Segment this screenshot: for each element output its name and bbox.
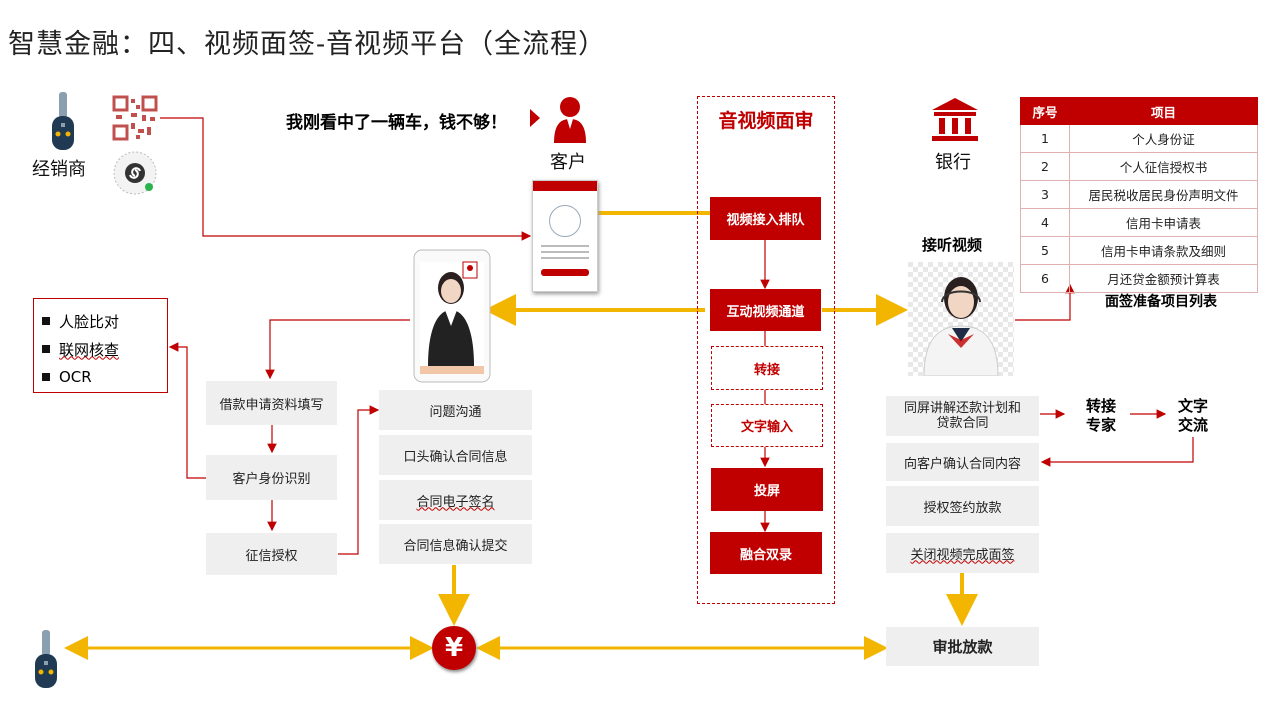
contract-submit-box: 合同信息确认提交 xyxy=(379,524,532,564)
checklist-item: 人脸比对 xyxy=(42,307,167,335)
step-text-input: 文字输入 xyxy=(711,404,823,447)
customer-quote: 我刚看中了一辆车，钱不够！ xyxy=(286,113,507,133)
car-key-icon xyxy=(52,92,74,150)
step-interactive-video: 互动视频通道 xyxy=(710,289,821,331)
mini-program-code-icon xyxy=(113,151,157,195)
loan-application-box: 借款申请资料填写 xyxy=(206,381,337,425)
step-screen-cast: 投屏 xyxy=(711,468,823,511)
customer-label: 客户 xyxy=(550,152,586,173)
platform-title: 音视频面审 xyxy=(718,110,814,132)
currency-icon: ¥ xyxy=(432,626,476,670)
connector-dealer-to-customer xyxy=(160,117,532,241)
authorize-loan-box: 授权签约放款 xyxy=(886,486,1039,526)
customer-app-screenshot xyxy=(532,180,598,292)
question-communication-box: 问题沟通 xyxy=(379,390,532,430)
bank-icon xyxy=(932,98,978,141)
close-video-box: 关闭视频完成面签 xyxy=(886,533,1039,573)
confirm-contract-box: 向客户确认合同内容 xyxy=(886,443,1039,481)
car-key-icon-bottom xyxy=(35,630,57,688)
step-transfer: 转接 xyxy=(711,346,823,390)
bank-label: 银行 xyxy=(935,152,971,173)
transfer-expert-label: 转接专家 xyxy=(1085,397,1116,434)
approve-loan-box: 审批放款 xyxy=(886,627,1039,666)
credit-authorization-box: 征信授权 xyxy=(206,533,337,575)
dealer-label: 经销商 xyxy=(32,159,86,180)
page-title: 智慧金融：四、视频面签-音视频平台（全流程） xyxy=(8,29,607,60)
qr-code-icon xyxy=(112,95,158,141)
agent-image xyxy=(908,262,1014,376)
verbal-confirm-box: 口头确认合同信息 xyxy=(379,435,532,475)
checklist-item: OCR xyxy=(42,363,167,391)
checklist-item: 联网核查 xyxy=(42,335,167,363)
step-video-queue: 视频接入排队 xyxy=(710,197,821,240)
e-signature-box: 合同电子签名 xyxy=(379,480,532,520)
text-exchange-label: 文字交流 xyxy=(1177,397,1208,434)
av-platform-panel xyxy=(697,96,835,604)
answer-video-label: 接听视频 xyxy=(922,236,983,254)
table-header-item: 项目 xyxy=(1069,97,1258,125)
table-caption: 面签准备项目列表 xyxy=(1105,294,1217,310)
step-dual-record: 融合双录 xyxy=(710,532,822,574)
explain-repayment-box: 同屏讲解还款计划和贷款合同 xyxy=(886,396,1039,436)
person-icon xyxy=(554,97,586,143)
table-header-index: 序号 xyxy=(1020,97,1070,125)
identity-recognition-box: 客户身份识别 xyxy=(206,455,337,500)
verification-checklist: 人脸比对 联网核查 OCR xyxy=(33,298,168,393)
phone-video-call-image xyxy=(413,249,491,383)
